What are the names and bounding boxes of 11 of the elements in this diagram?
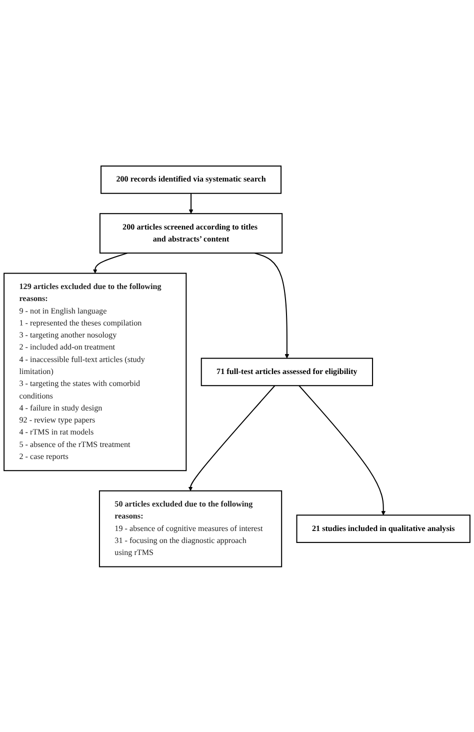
node-box: 71 full-test articles assessed for eligibility: [200, 357, 374, 386]
arrow: [254, 252, 290, 358]
node-box: 200 records identified via systematic search: [100, 165, 282, 194]
node-box: 200 articles screened according to titles and abstracts’ content: [99, 212, 283, 254]
node-box: 21 studies included in qualitative analysis: [296, 514, 470, 543]
arrow: [92, 252, 128, 274]
arrow: [188, 384, 276, 491]
arrow: [188, 192, 194, 214]
arrow: [298, 384, 386, 515]
node-box: 50 articles excluded due to the following reasons: 19 - absence of cognitive measures of interest 31 - focusing on the diagnostic approach using rTMS: [98, 490, 282, 567]
node-box: 129 articles excluded due to the following reasons: 9 - not in English language 1 - represented the theses compilation 3 - targeting another nosology 2 - included add-on treatment 4 - inaccessible full-text articles (study limitation) 3 - targeting the states with comorbid conditions 4 - failure in study design 92 - review type papers 4 - rTMS in rat models 5 - absence of the rTMS treatment 2 - case reports: [4, 272, 187, 471]
